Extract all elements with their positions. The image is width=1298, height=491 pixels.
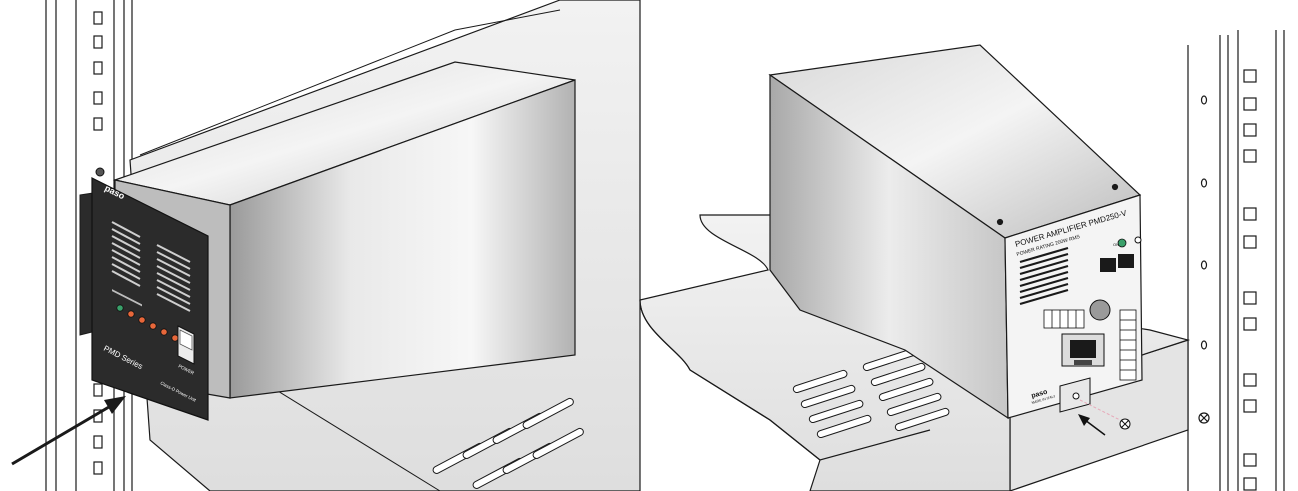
- rear-made-in: MADE IN ITALY: [1031, 394, 1057, 405]
- rear-brand-logo: paso: [1031, 389, 1049, 400]
- on-indicator: [1117, 238, 1127, 248]
- iec-socket-icon[interactable]: [1061, 333, 1105, 367]
- left-front-panel: paso POWER PMD Series Class-D Power Unit: [79, 167, 209, 421]
- arrow-up-right-icon: [11, 396, 126, 466]
- terminal-block-left[interactable]: [1043, 309, 1085, 329]
- volume-knob[interactable]: [1089, 299, 1111, 321]
- status-leds: [116, 304, 179, 342]
- left-illustration: paso POWER PMD Series Class-D Power Unit: [11, 0, 641, 491]
- screw-icon: [1198, 412, 1210, 424]
- screw-icon: [95, 167, 105, 177]
- right-rack-rail: [1187, 30, 1285, 491]
- mounting-bracket: [1059, 377, 1091, 413]
- network-ports[interactable]: [1100, 254, 1134, 272]
- terminal-block-right[interactable]: [1119, 309, 1137, 381]
- rear-vent-grille: [1019, 246, 1069, 306]
- front-grille-left: [111, 221, 141, 287]
- front-grille-right: [156, 244, 191, 312]
- arrow-up-left-icon: [1078, 414, 1106, 436]
- rear-on-label: ON: [1113, 242, 1119, 247]
- right-illustration: POWER AMPLIFIER PMD250-V POWER RATING 20…: [639, 30, 1285, 491]
- power-switch[interactable]: [177, 325, 195, 365]
- front-grille: [112, 289, 142, 307]
- screw-icon: [1079, 399, 1131, 430]
- right-amplifier-box: [768, 44, 1143, 420]
